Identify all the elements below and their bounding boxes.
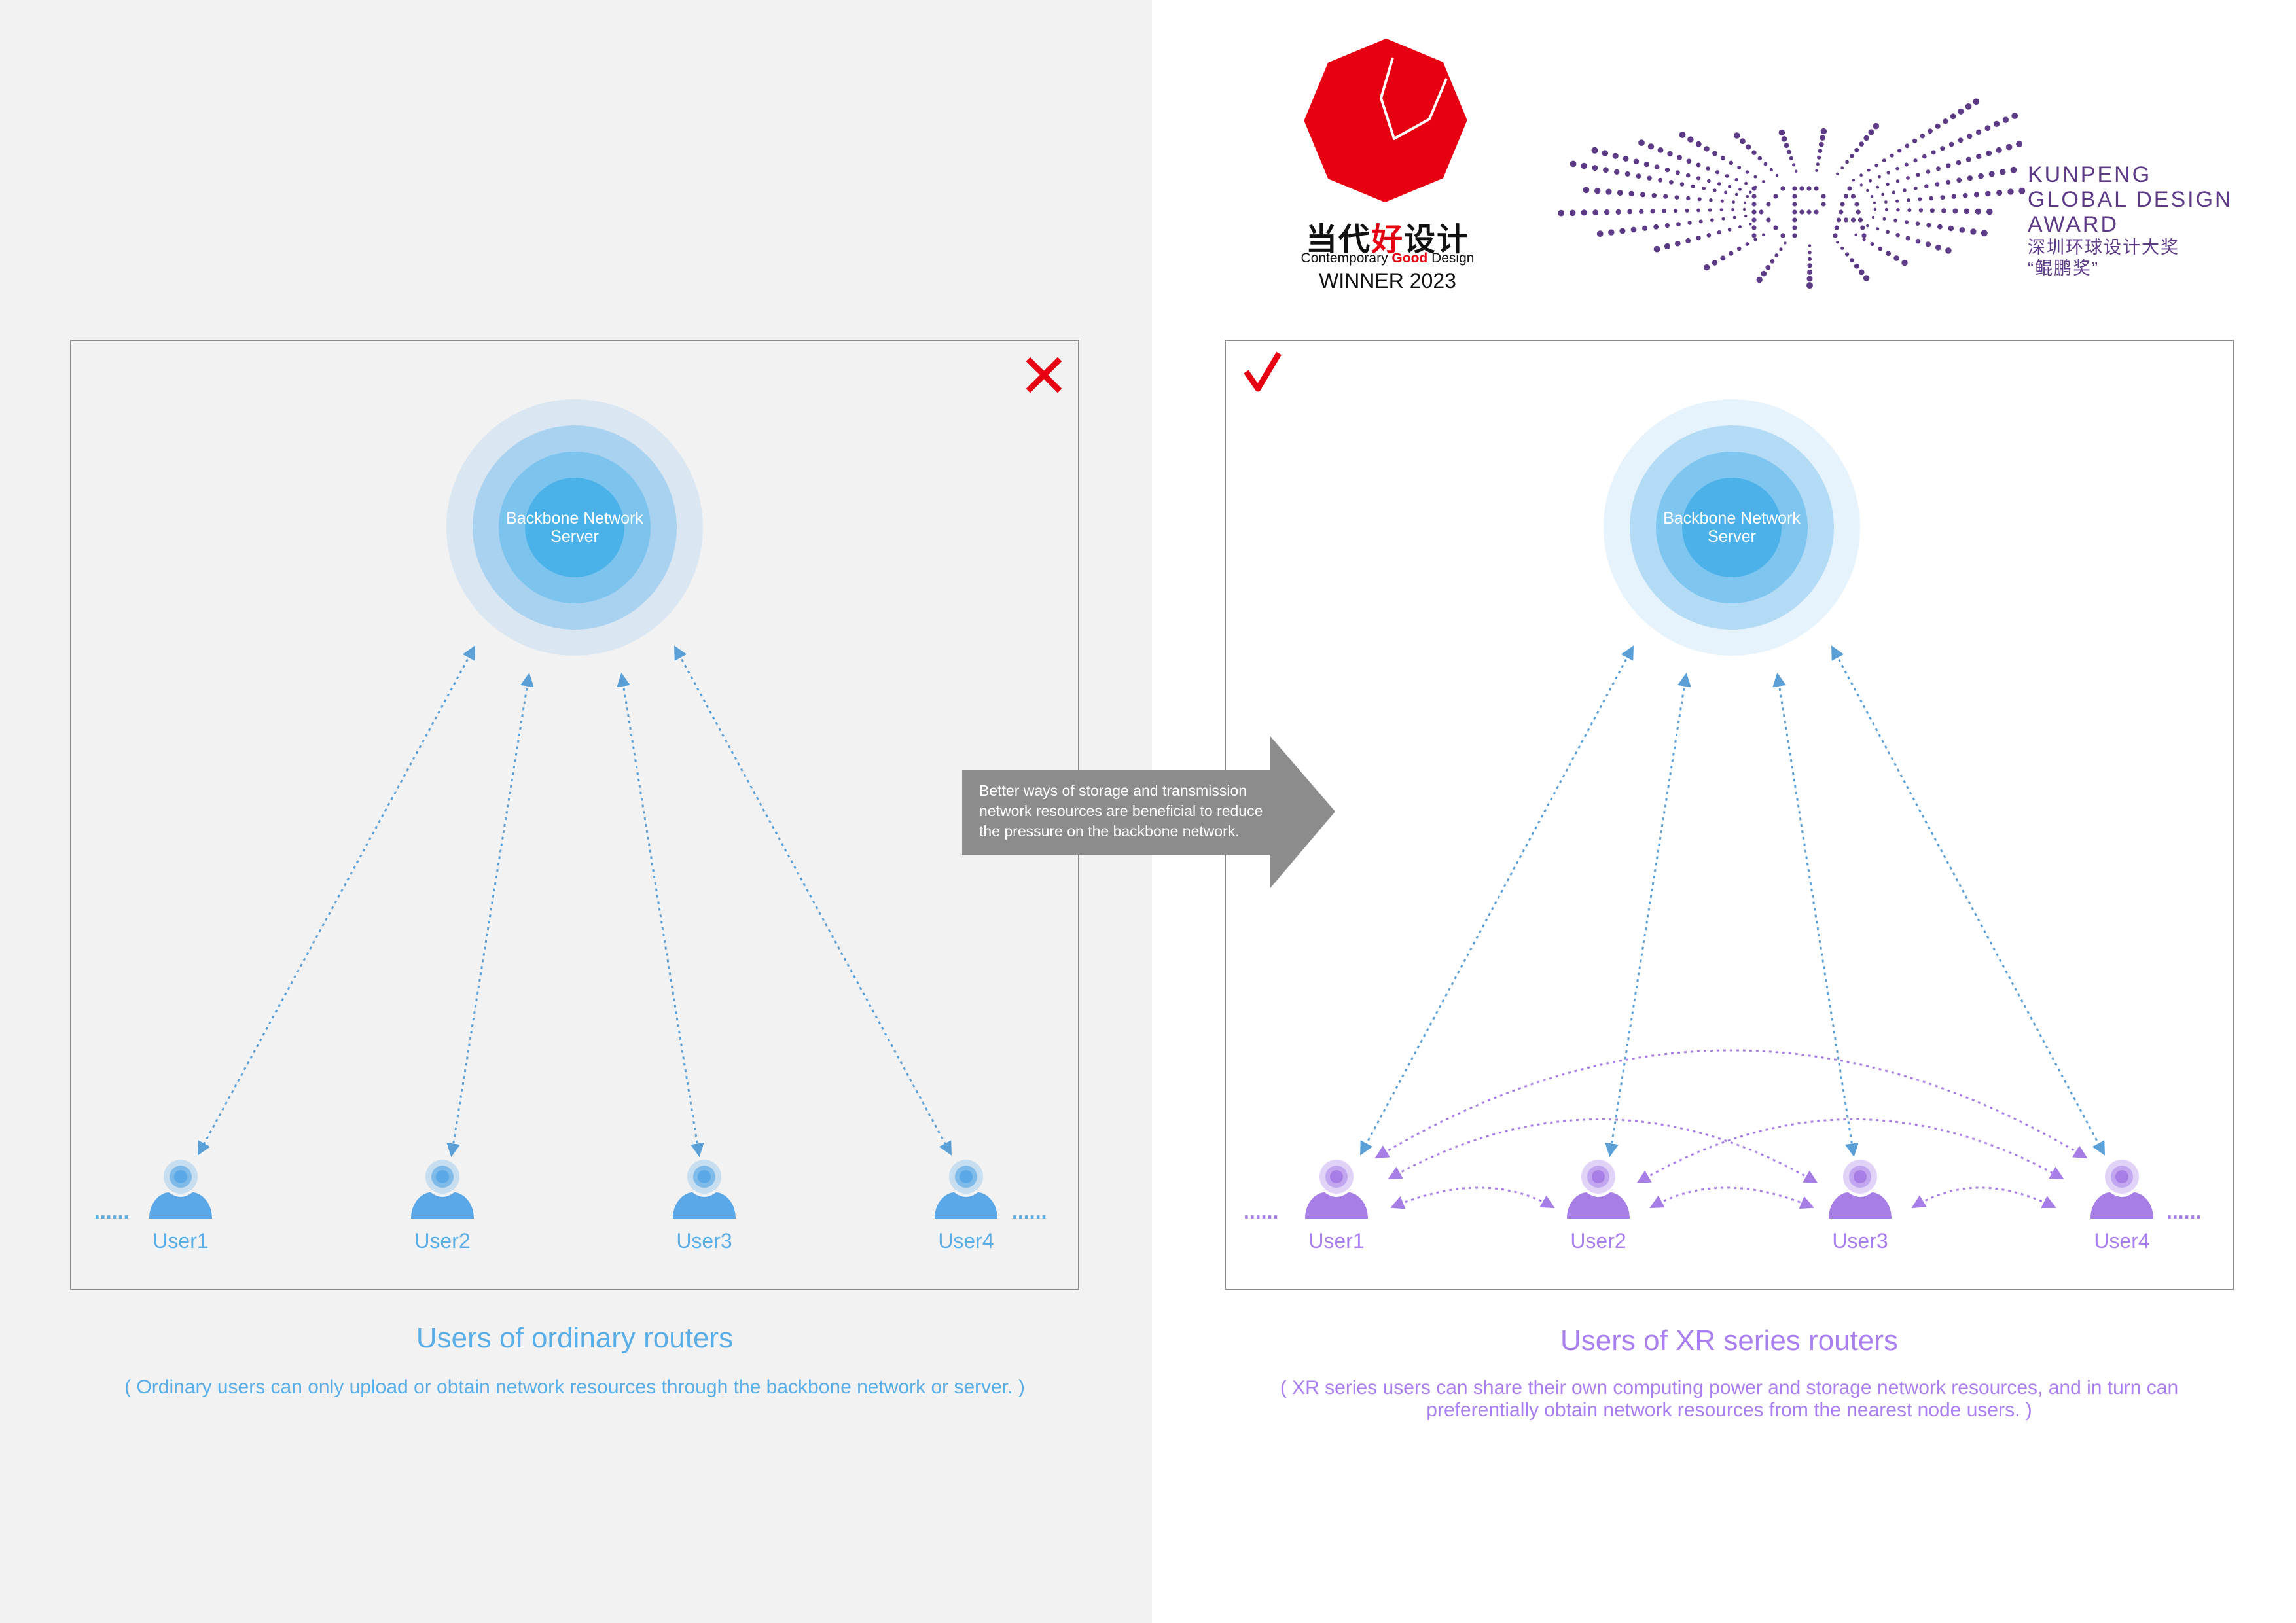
right-ellipsis-end: ...... [2166, 1200, 2201, 1223]
right-user1-label: User1 [1308, 1229, 1364, 1253]
right-ellipsis-start: ...... [1244, 1200, 1278, 1223]
left-ellipsis-start: ...... [94, 1200, 129, 1223]
right-user1-icon [1305, 1160, 1368, 1219]
peer-link-1-4 [1374, 1049, 2088, 1159]
right-user4-icon [2090, 1160, 2153, 1219]
left-link-user2 [446, 672, 534, 1158]
right-link-user3 [1772, 672, 1859, 1158]
left-user1-label: User1 [152, 1229, 208, 1253]
left-link-user3 [617, 672, 704, 1158]
peer-links [1374, 1049, 2088, 1209]
left-links [197, 645, 952, 1158]
check-icon [1244, 351, 1282, 392]
left-user2-icon [411, 1160, 474, 1219]
kpa-logo-icon [1558, 98, 2026, 289]
right-user2-label: User2 [1570, 1229, 1626, 1253]
right-link-user4 [1831, 645, 2105, 1156]
left-user4-label: User4 [938, 1229, 994, 1253]
cgd-logo-icon [1304, 38, 1467, 203]
left-server-label-line2: Server [550, 527, 599, 546]
right-server-label-line2: Server [1708, 527, 1756, 546]
right-links [1360, 645, 2105, 1158]
right-link-user2 [1605, 672, 1691, 1158]
right-server-node [1604, 399, 1860, 656]
transition-arrow [962, 736, 1335, 889]
left-server-label-line1: Backbone Network [506, 509, 643, 527]
left-link-user4 [673, 645, 952, 1156]
peer-link-2-3 [1649, 1186, 1814, 1209]
left-user1-icon [149, 1160, 212, 1219]
right-server-label-line1: Backbone Network [1663, 509, 1801, 527]
left-link-user1 [197, 645, 476, 1156]
right-user3-icon [1829, 1160, 1892, 1219]
left-ellipsis-end: ...... [1012, 1200, 1047, 1223]
left-server-node [446, 399, 703, 656]
right-user4-label: User4 [2094, 1229, 2149, 1253]
right-user3-label: User3 [1832, 1229, 1888, 1253]
left-background [0, 0, 1152, 1623]
peer-link-1-2 [1390, 1186, 1555, 1209]
peer-link-3-4 [1911, 1186, 2056, 1209]
right-user2-icon [1567, 1160, 1630, 1219]
left-user2-label: User2 [414, 1229, 470, 1253]
right-link-user1 [1360, 645, 1634, 1156]
cross-icon [1026, 357, 1062, 393]
right-background [1152, 0, 2296, 1623]
left-user4-icon [935, 1160, 997, 1219]
left-user3-label: User3 [676, 1229, 732, 1253]
left-user3-icon [673, 1160, 736, 1219]
